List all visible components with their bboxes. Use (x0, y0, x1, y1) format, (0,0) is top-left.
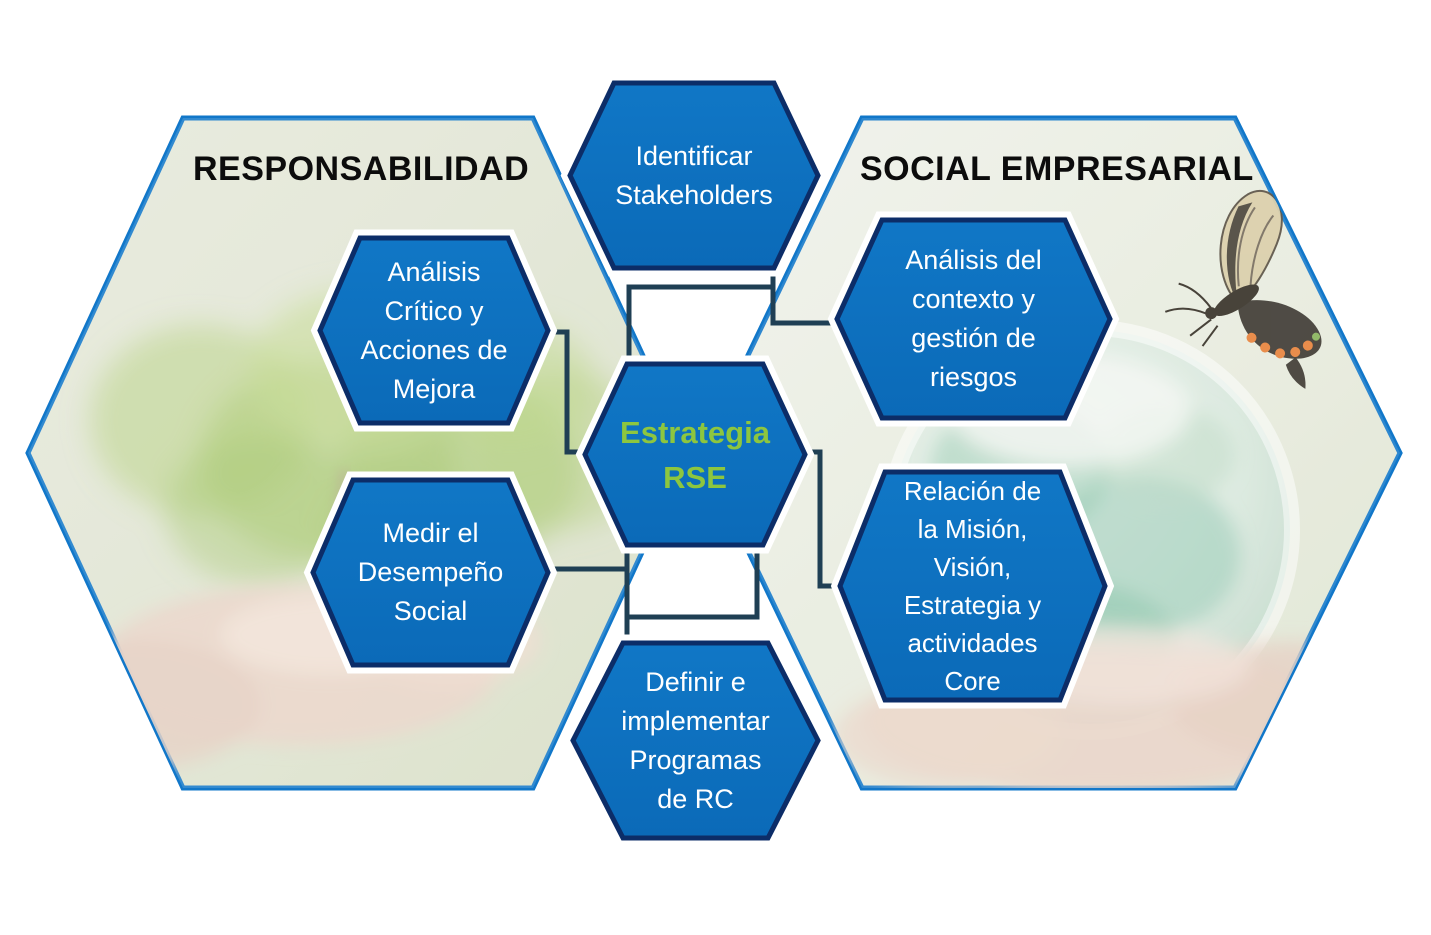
butterfly-spot (1290, 346, 1301, 357)
medir-hexagon (310, 477, 551, 668)
estrategia-hexagon (582, 361, 808, 548)
connector-analisis-estrategia (548, 329, 586, 455)
butterfly-spot (1246, 332, 1257, 343)
connector-identificar-estrategia (626, 268, 776, 362)
butterfly-vein (1249, 214, 1275, 286)
analisis-critico-hexagon (317, 235, 551, 426)
butterfly-wing-edge (1226, 202, 1253, 303)
contexto-hexagon (834, 217, 1113, 421)
hand-shape (835, 683, 1065, 787)
butterfly-spot (1260, 342, 1271, 353)
butterfly-antenna (1164, 307, 1208, 315)
butterfly-spot (1275, 348, 1286, 359)
identificar-hexagon (567, 80, 821, 271)
butterfly-body (1213, 284, 1259, 317)
butterfly-tail (1285, 357, 1306, 389)
connector-estrategia-definir-right (627, 545, 760, 620)
butterfly-antenna (1178, 282, 1212, 309)
butterfly-icon (1164, 189, 1322, 389)
definir-hexagon (570, 640, 821, 841)
butterfly-vein (1236, 206, 1256, 287)
connector-identificar-contexto (770, 287, 837, 326)
butterfly-spot (1312, 332, 1321, 341)
relacion-hexagon (837, 469, 1108, 703)
butterfly-head (1205, 307, 1218, 320)
butterfly-spot (1302, 340, 1313, 351)
butterfly-legs (1189, 318, 1219, 347)
butterfly-lower-wing (1237, 300, 1322, 359)
foliage-blob (165, 435, 355, 585)
connectors (548, 268, 842, 645)
node-hexagons (303, 74, 1120, 847)
